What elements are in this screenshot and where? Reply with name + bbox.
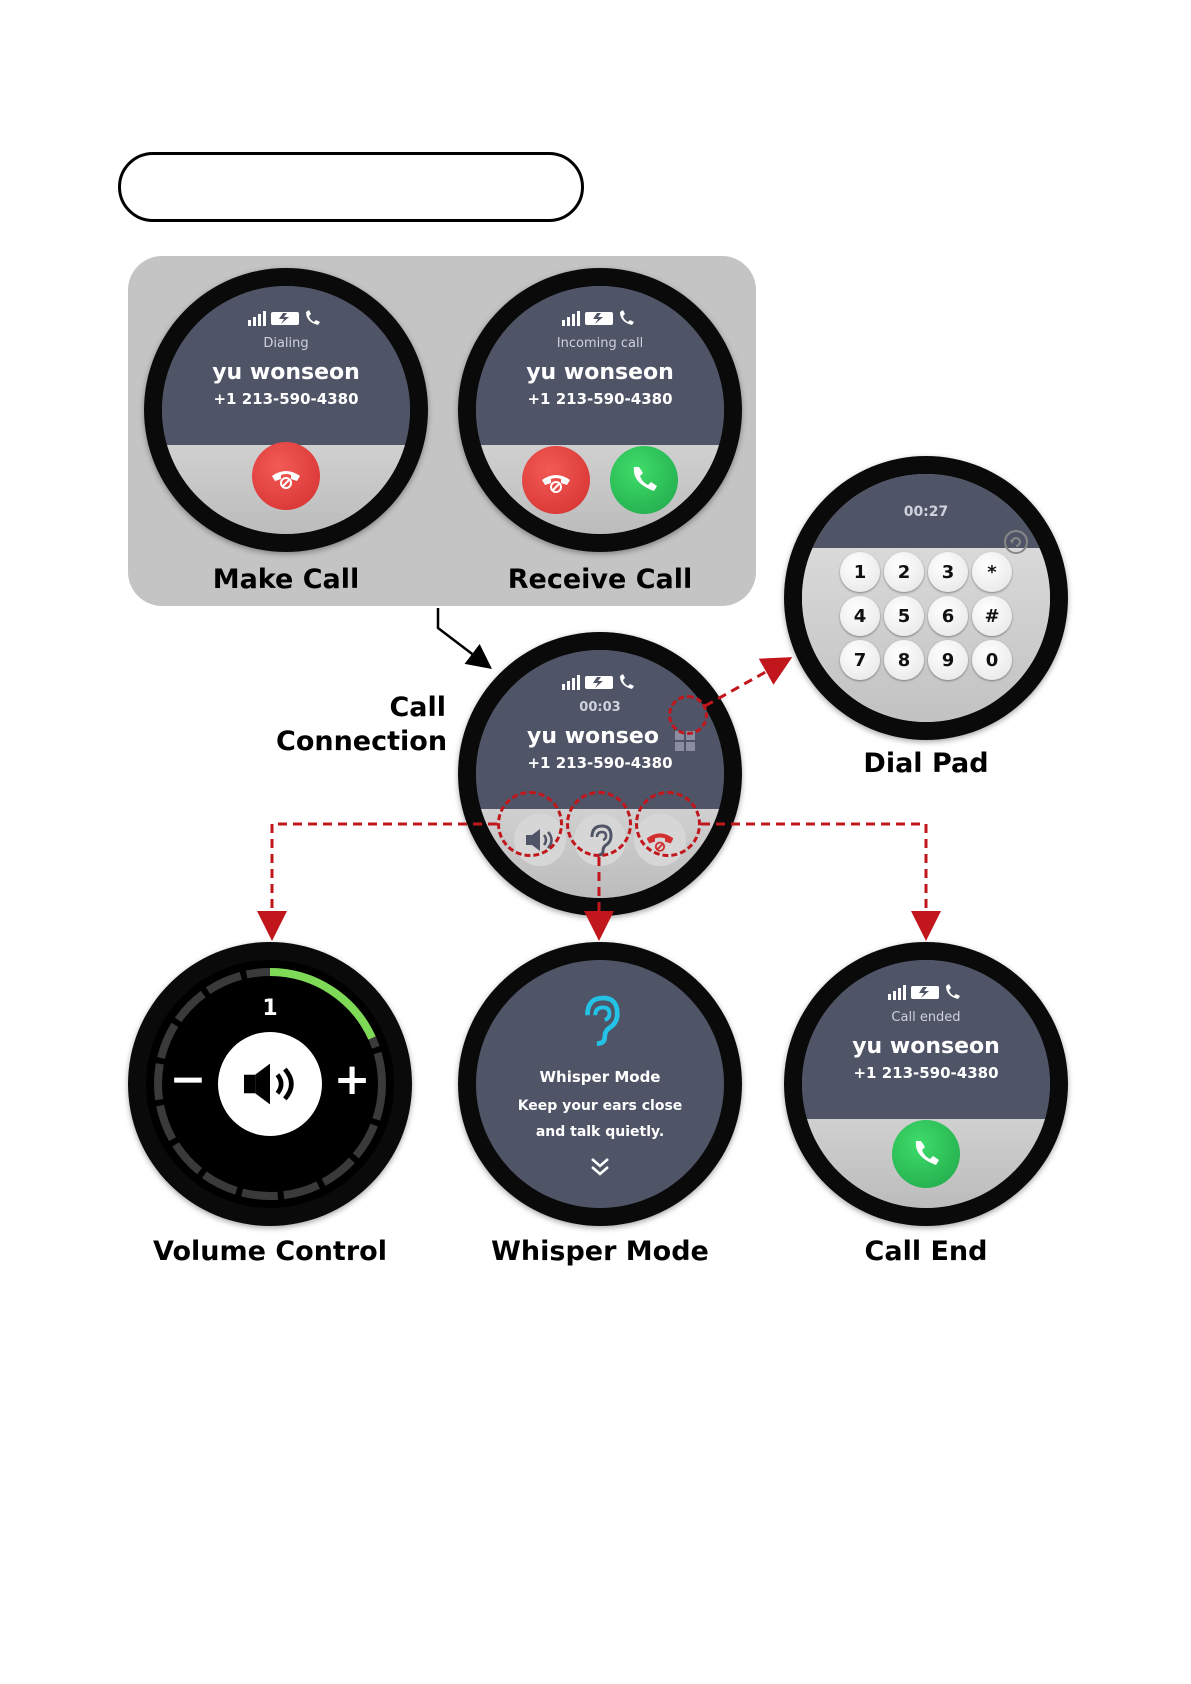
whisper-mode-label: Whisper Mode [491,1236,709,1267]
arrow-to-volume-control [257,822,497,941]
arrow-to-call-connection [436,608,492,670]
status-bar-icons [476,308,724,328]
keypad-icon[interactable] [674,730,696,752]
keypad-highlight [668,695,708,735]
hang-up-button[interactable] [252,442,320,510]
caller-name: yu wonseon [212,360,360,385]
caller-number: +1 213-590-4380 [527,754,673,772]
whisper-line2: and talk quietly. [535,1124,665,1140]
caller-number: +1 213-590-4380 [527,390,673,408]
volume-up-button[interactable]: + [333,1054,371,1105]
chevron-down-icon[interactable] [588,1156,612,1178]
make-call-label: Make Call [212,564,360,595]
status-bar-icons [476,672,724,692]
call-connection-label-line2: Connection [276,726,448,757]
decline-button[interactable] [522,446,590,514]
arrow-to-call-end [701,822,941,941]
whisper-line1: Keep your ears close [517,1098,683,1114]
volume-ring [154,968,386,1200]
dial-key[interactable]: 6 [928,596,968,636]
dial-key[interactable]: 9 [928,640,968,680]
dial-key[interactable]: 1 [840,552,880,592]
phone-icon [633,467,657,491]
call-status-text: Call ended [891,1010,961,1025]
dial-pad-watch: 00:27 1 2 3 * 4 5 6 # 7 8 9 0 [784,456,1068,740]
dial-key[interactable]: 7 [840,640,880,680]
caller-number: +1 213-590-4380 [853,1064,999,1082]
speaker-icon [244,1063,294,1105]
volume-down-button[interactable]: − [169,1054,207,1105]
volume-control-watch: 1 − + [128,942,412,1226]
hang-up-icon [272,471,300,489]
caller-name: yu wonseo [527,724,659,749]
volume-control-label: Volume Control [153,1236,387,1267]
call-end-label: Call End [864,1236,988,1267]
arrow-to-dial-pad [704,657,793,708]
call-connection-label-line1: Call [389,692,446,723]
call-timer: 00:27 [903,504,949,520]
call-back-button[interactable] [892,1120,960,1188]
status-bar-icons [162,308,410,328]
whisper-title: Whisper Mode [539,1068,661,1086]
status-bar-icons [802,982,1050,1002]
call-status-text: Incoming call [556,336,644,351]
receive-call-watch: Incoming call yu wonseon +1 213-590-4380 [458,268,742,552]
ear-icon [585,995,620,1046]
dial-key[interactable]: 8 [884,640,924,680]
call-status-text: Dialing [263,336,309,351]
dial-key[interactable]: 2 [884,552,924,592]
caller-number: +1 213-590-4380 [213,390,359,408]
dial-key[interactable]: 0 [972,640,1012,680]
caller-name: yu wonseon [526,360,674,385]
back-icon[interactable] [1004,530,1028,554]
dial-key[interactable]: 4 [840,596,880,636]
dial-key[interactable]: # [972,596,1012,636]
title-box [118,152,584,222]
dial-key[interactable]: 5 [884,596,924,636]
dial-key[interactable]: 3 [928,552,968,592]
receive-call-label: Receive Call [507,564,693,595]
volume-level: 1 [262,996,278,1021]
accept-button[interactable] [610,446,678,514]
call-end-watch: Call ended yu wonseon +1 213-590-4380 [784,942,1068,1226]
end-call-highlight [635,791,701,857]
speaker-highlight [497,791,563,857]
call-timer: 00:03 [579,700,621,715]
make-call-watch: Dialing yu wonseon +1 213-590-4380 [144,268,428,552]
dial-key[interactable]: * [972,552,1012,592]
caller-name: yu wonseon [852,1034,1000,1059]
speaker-button[interactable] [218,1032,322,1136]
hang-up-icon [542,475,570,493]
whisper-highlight [566,791,632,857]
whisper-mode-watch: Whisper Mode Keep your ears close and ta… [458,942,742,1226]
dial-pad-label: Dial Pad [863,748,989,779]
phone-icon [915,1141,939,1165]
